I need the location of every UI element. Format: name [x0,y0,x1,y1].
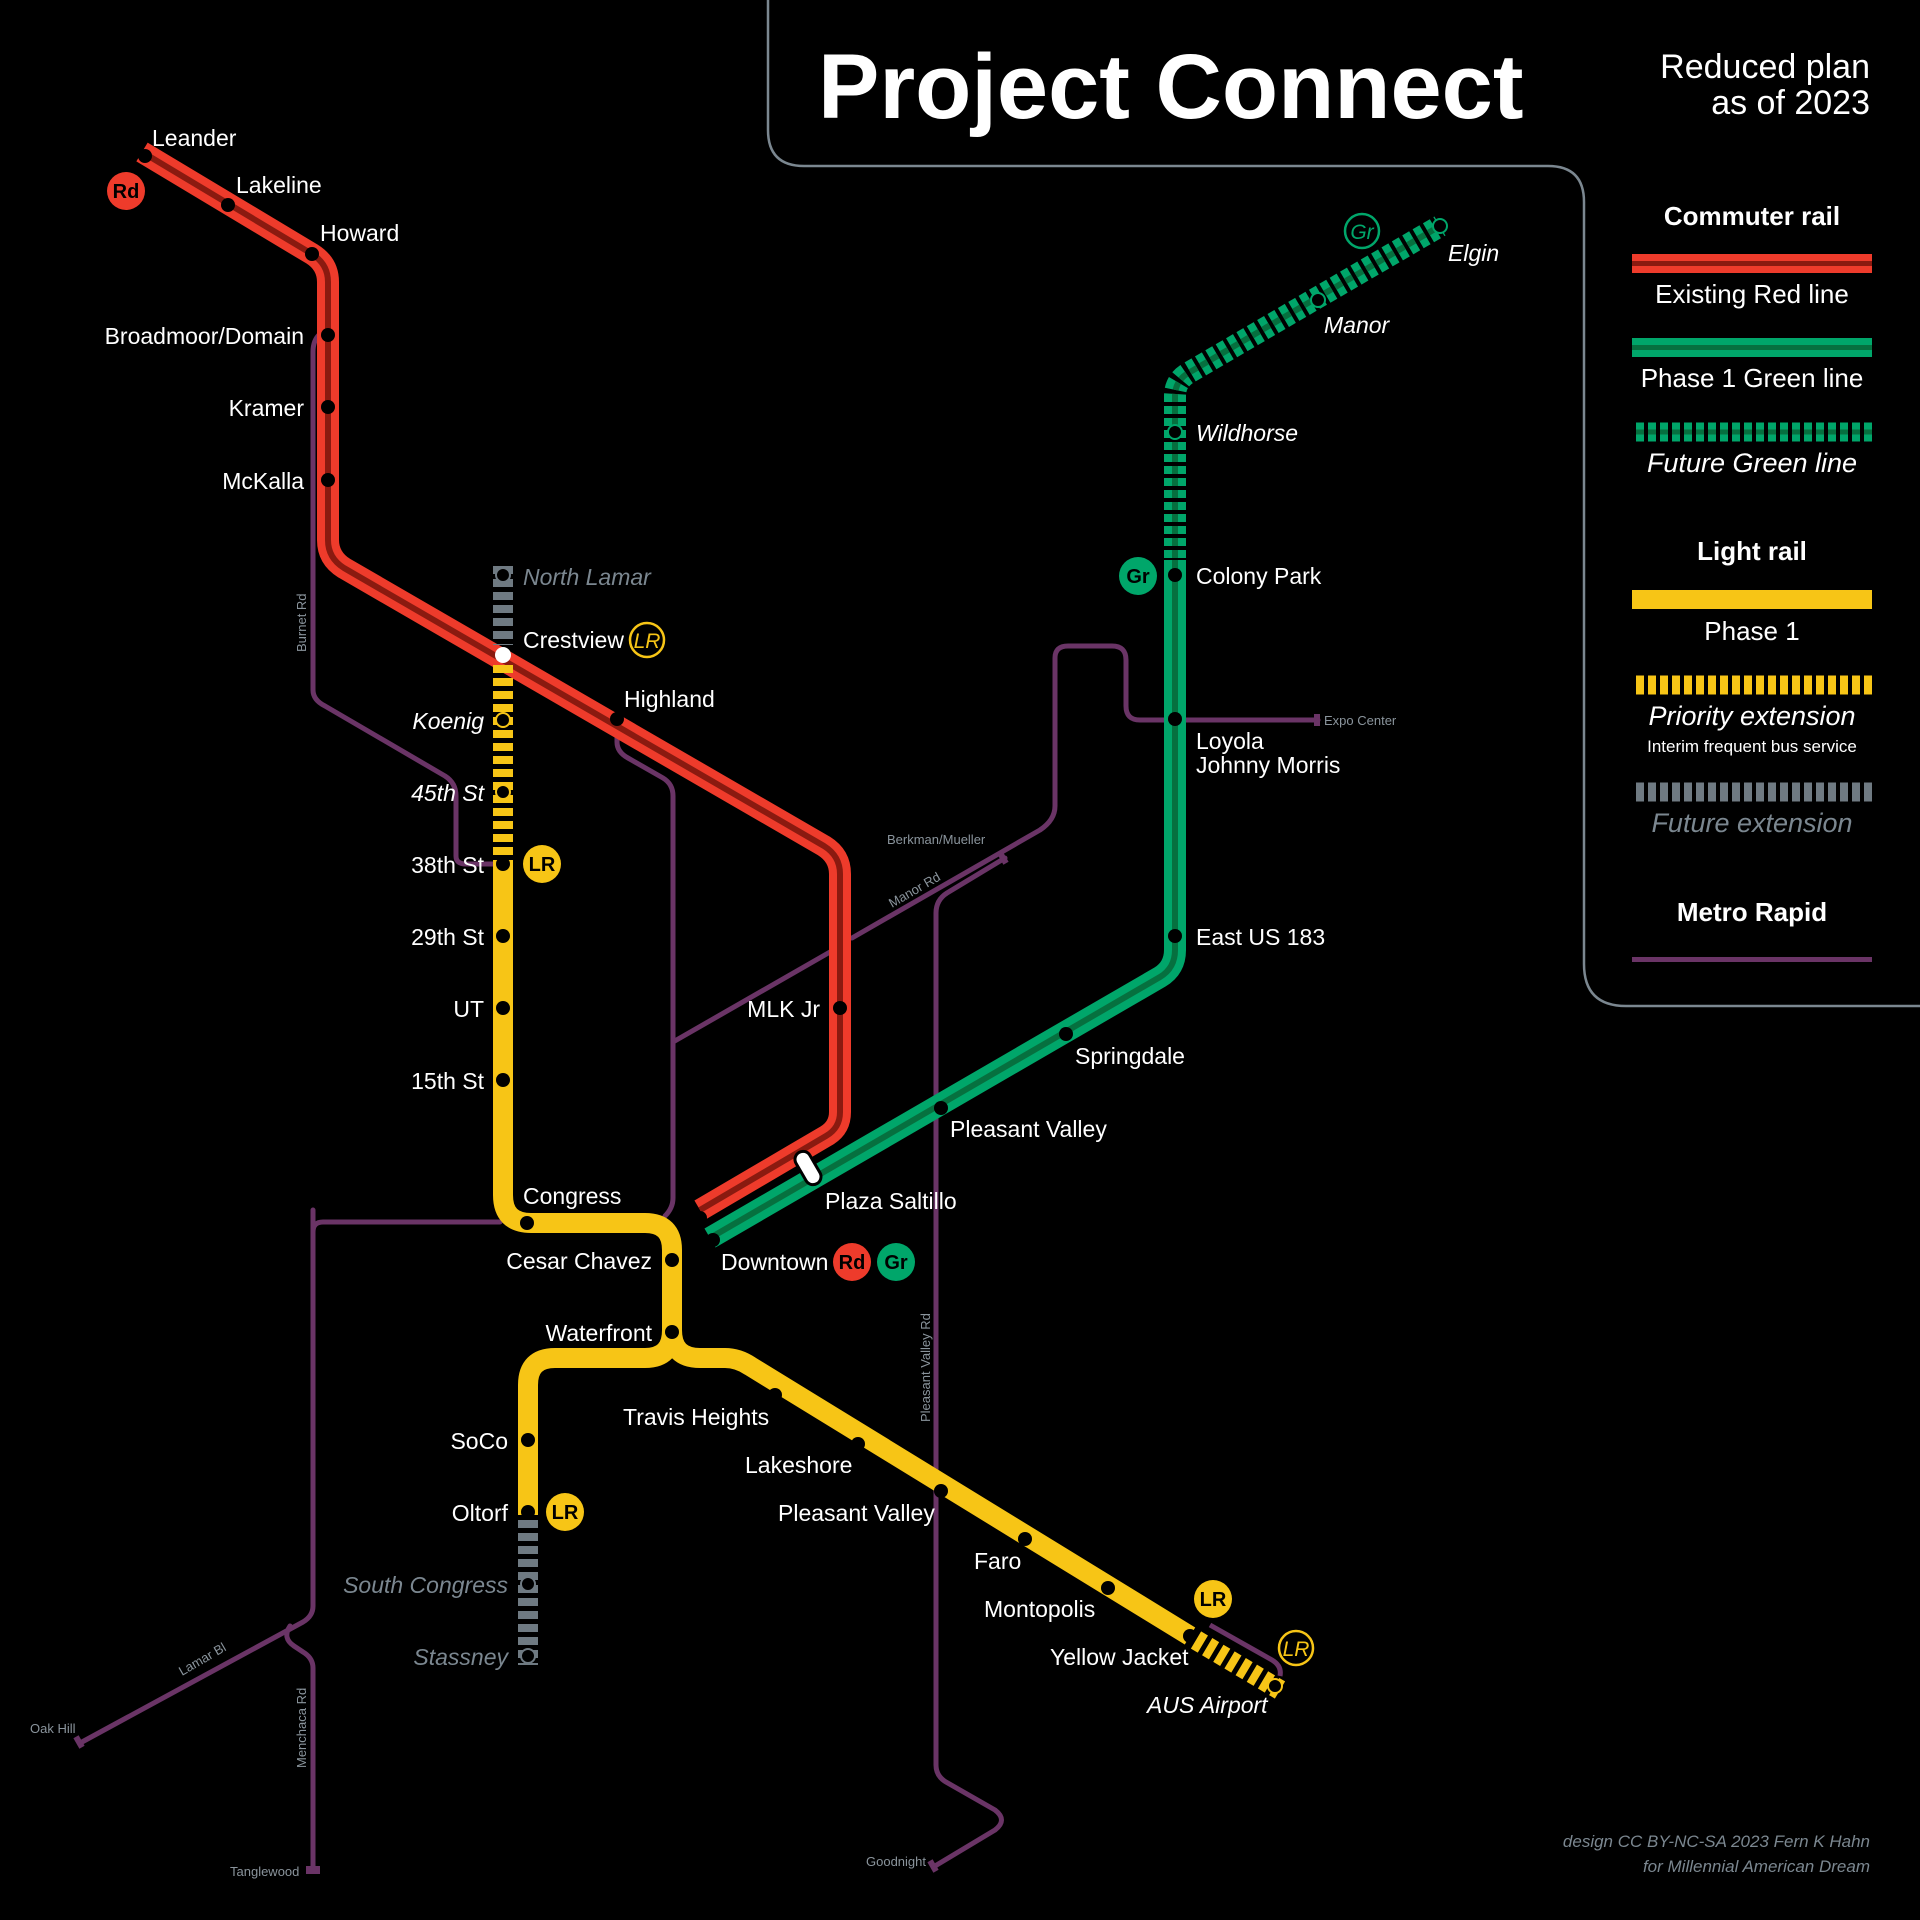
label-johnny-morris: Johnny Morris [1196,752,1340,778]
label-kramer: Kramer [229,395,305,421]
label-elgin: Elgin [1448,240,1499,266]
subtitle-line1: Reduced plan [1660,48,1870,86]
light-rail-line [493,566,1286,1699]
legend-priority-label: Priority extension [1648,701,1855,731]
svg-text:LR: LR [1283,1638,1310,1661]
svg-text:LR: LR [529,854,556,876]
label-38th: 38th St [411,852,484,878]
label-waterfront: Waterfront [545,1320,652,1346]
lr-badge-38th: LR [523,845,561,883]
label-congress: Congress [523,1183,621,1209]
label-mlk: MLK Jr [747,996,820,1022]
credit-line2: for Millennial American Dream [1643,1857,1870,1876]
label-broadmoor: Broadmoor/Domain [105,323,304,349]
label-loyola: Loyola [1196,728,1264,754]
label-springdale: Springdale [1075,1043,1185,1069]
label-aus-airport: AUS Airport [1145,1692,1269,1718]
label-wildhorse: Wildhorse [1196,420,1298,446]
svg-text:Rd: Rd [839,1252,866,1274]
lr-badge-airport: LR [1277,1629,1315,1667]
lr-badge-yellow-jacket: LR [1194,1580,1232,1618]
label-manor: Manor [1324,312,1391,338]
label-faro: Faro [974,1548,1021,1574]
lr-badge-oltorf: LR [546,1493,584,1531]
plaza-saltillo-transfer [793,1149,823,1187]
label-lakeline: Lakeline [236,172,322,198]
crestview-transfer-dot [495,647,511,663]
gr-badge-elgin: Gr [1343,212,1381,250]
rd-badge-downtown: Rd [833,1243,871,1281]
gr-badge-downtown: Gr [877,1243,915,1281]
svg-text:Gr: Gr [1350,221,1374,244]
svg-text:Gr: Gr [884,1252,908,1274]
label-cesar-chavez: Cesar Chavez [506,1248,652,1274]
label-leander: Leander [152,125,237,151]
label-south-congress: South Congress [343,1572,508,1598]
svg-text:Burnet Rd: Burnet Rd [294,593,309,652]
legend-future-green-label: Future Green line [1647,448,1857,478]
label-stassney: Stassney [413,1644,509,1670]
red-line [136,142,851,1220]
svg-text:Berkman/Mueller: Berkman/Mueller [887,832,986,847]
green-line [704,216,1446,1248]
svg-text:Tanglewood: Tanglewood [230,1864,299,1879]
label-lakeshore: Lakeshore [745,1452,852,1478]
credit-line1: design CC BY-NC-SA 2023 Fern K Hahn [1563,1832,1870,1851]
legend-phase1-swatch [1632,590,1872,609]
label-soco: SoCo [450,1428,508,1454]
legend-metro-rapid-heading: Metro Rapid [1677,897,1827,927]
legend-light-rail-heading: Light rail [1697,536,1807,566]
metro-rapid-lines [79,331,1321,1873]
label-howard: Howard [320,220,399,246]
label-east-us183: East US 183 [1196,924,1325,950]
header-legend-frame [766,0,1920,1008]
label-koenig: Koenig [412,708,484,734]
label-mckalla: McKalla [222,468,304,494]
label-yellow-jacket: Yellow Jacket [1050,1644,1189,1670]
legend-phase1-label: Phase 1 [1704,616,1799,646]
label-15th: 15th St [411,1068,484,1094]
label-downtown: Downtown [721,1249,828,1275]
svg-text:Expo Center: Expo Center [1324,713,1397,728]
lr-badge-crestview: LR [628,621,666,659]
station-labels: Leander Lakeline Howard Broadmoor/Domain… [105,125,1500,1718]
label-montopolis: Montopolis [984,1596,1095,1622]
legend-metro-rapid-swatch [1632,957,1872,962]
legend-red-label: Existing Red line [1655,279,1849,309]
label-oltorf: Oltorf [452,1500,509,1526]
subtitle-line2: as of 2023 [1711,84,1870,122]
label-travis-heights: Travis Heights [623,1404,769,1430]
legend: Commuter rail Existing Red line Phase 1 … [1632,201,1872,962]
gr-badge-colony-park: Gr [1119,557,1157,595]
svg-text:Goodnight: Goodnight [866,1854,926,1869]
svg-text:Rd: Rd [113,181,140,203]
svg-text:Gr: Gr [1126,566,1150,588]
legend-commuter-heading: Commuter rail [1664,201,1840,231]
svg-text:Oak Hill: Oak Hill [30,1721,76,1736]
label-plaza-saltillo: Plaza Saltillo [825,1188,957,1214]
svg-text:Pleasant Valley Rd: Pleasant Valley Rd [918,1313,933,1422]
label-highland: Highland [624,686,715,712]
station-dots [138,149,1448,1694]
label-crestview: Crestview [523,627,624,653]
label-north-lamar: North Lamar [523,564,652,590]
label-ut: UT [453,996,484,1022]
label-29th: 29th St [411,924,484,950]
label-45th: 45th St [411,780,485,806]
svg-text:LR: LR [1200,1589,1227,1611]
legend-green-label: Phase 1 Green line [1641,363,1864,393]
metro-rapid-terminals [73,714,1320,1874]
svg-text:Menchaca Rd: Menchaca Rd [294,1688,309,1768]
label-colony-park: Colony Park [1196,563,1322,589]
legend-priority-note: Interim frequent bus service [1647,737,1857,756]
label-pleasant-valley-lr: Pleasant Valley [778,1500,935,1526]
page-title: Project Connect [818,36,1523,138]
legend-future-ext-label: Future extension [1651,808,1852,838]
airport-metro-rapid [1208,1622,1283,1677]
svg-text:Lamar Bl: Lamar Bl [176,1640,229,1679]
svg-text:LR: LR [552,1502,579,1524]
svg-text:LR: LR [634,630,661,653]
rd-badge-leander: Rd [107,172,145,210]
label-pleasant-valley-gr: Pleasant Valley [950,1116,1107,1142]
